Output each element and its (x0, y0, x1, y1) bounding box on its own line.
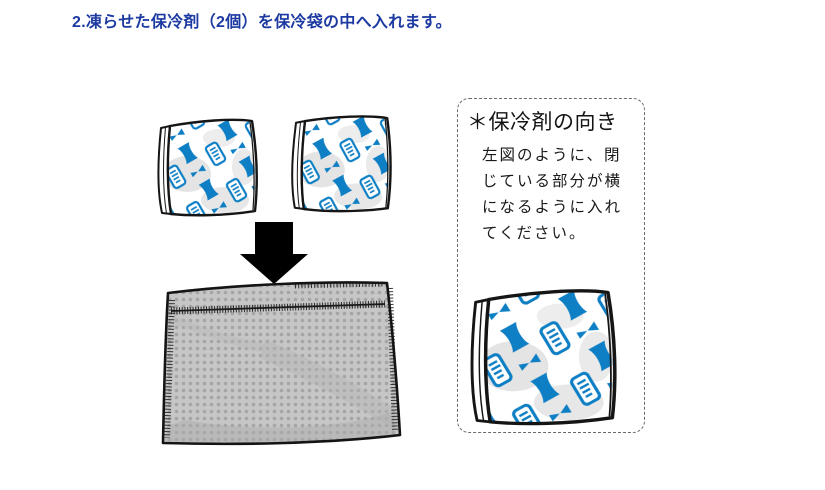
ice-pack-right (286, 107, 399, 220)
orientation-note-box: ＊保冷剤の向き 左図のように、閉 じている部分が横 になるように入れ てください… (457, 98, 645, 433)
note-line: じている部分が横 (482, 173, 623, 190)
down-arrow-icon (240, 222, 308, 284)
note-line: 左図のように、閉 (482, 147, 622, 164)
ice-pack-left (153, 112, 263, 222)
note-line: てください。 (482, 225, 587, 242)
cooler-bag-illustration (161, 281, 402, 446)
ice-pack-orientation-example (464, 280, 624, 433)
note-title: ＊保冷剤の向き (467, 111, 618, 134)
ice-pack-into-bag-figure (145, 100, 402, 446)
note-line: になるように入れ (482, 199, 623, 216)
note-body: 左図のように、閉 じている部分が横 になるように入れ てください。 (482, 143, 622, 247)
step-heading: 2.凍らせた保冷剤（2個）を保冷袋の中へ入れます。 (72, 14, 452, 31)
